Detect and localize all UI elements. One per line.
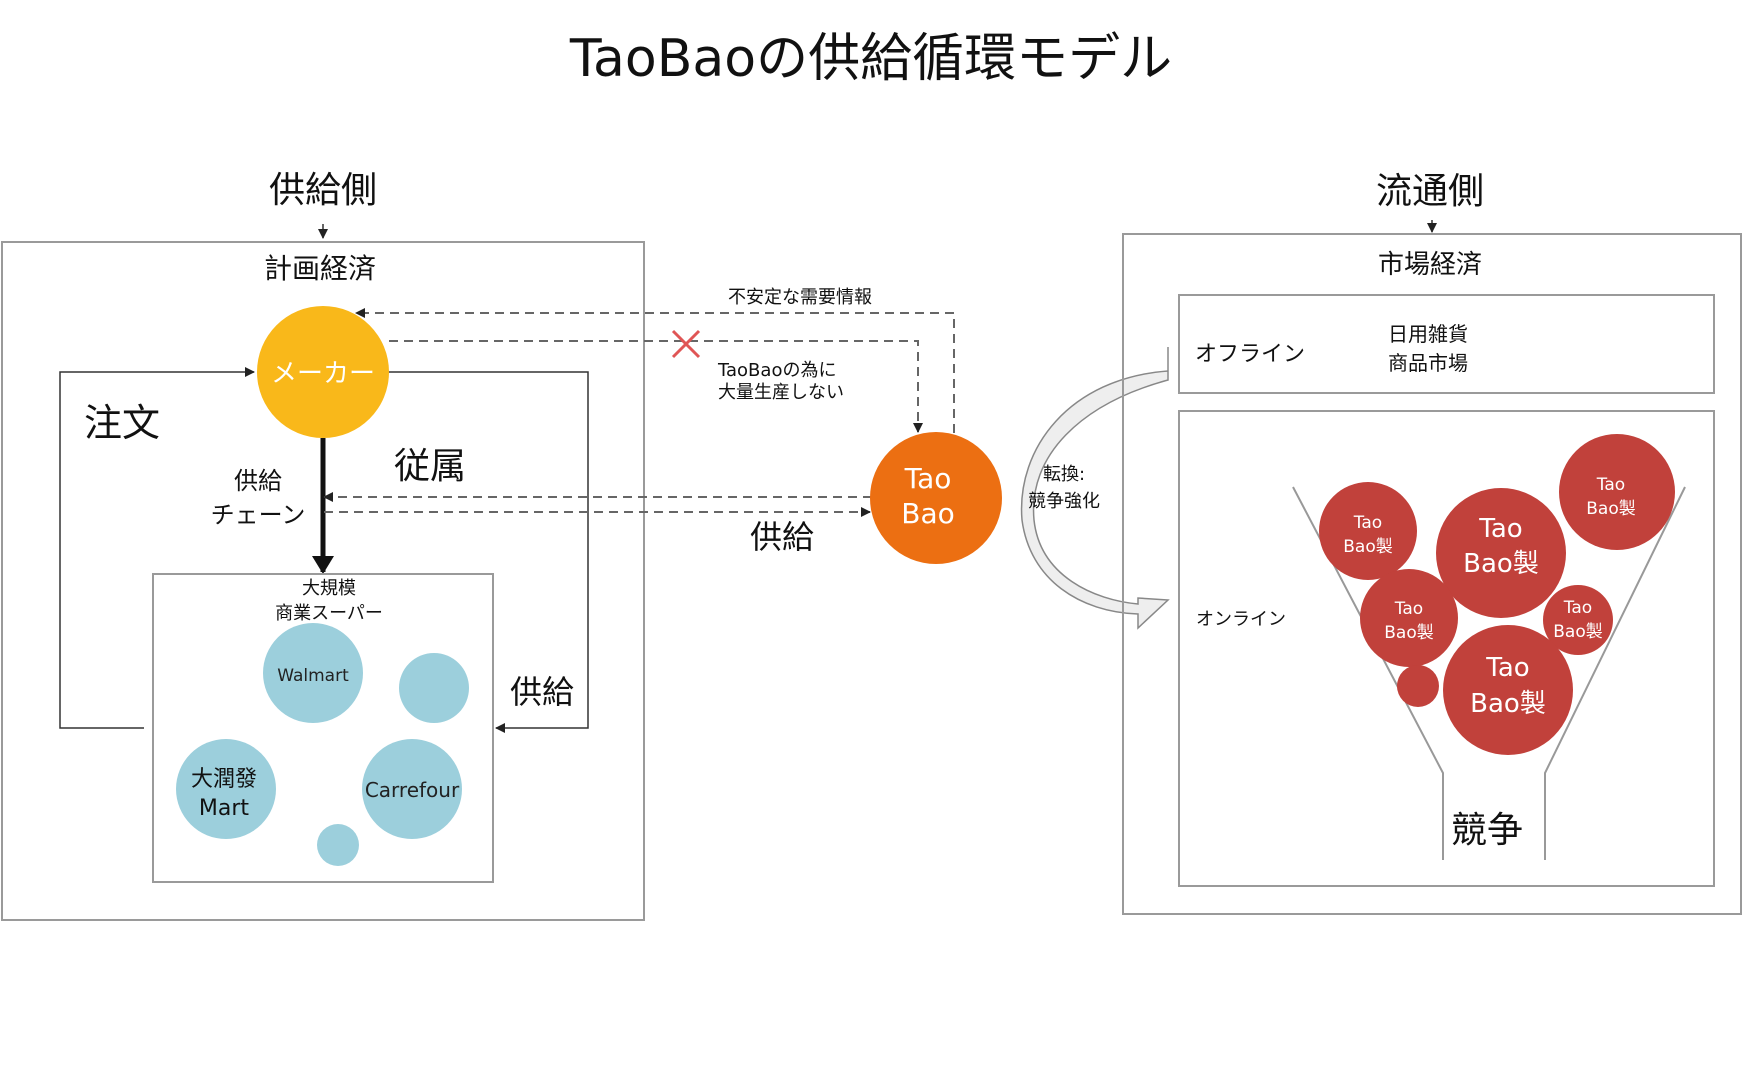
supply-chain-label-line1: 供給: [234, 467, 282, 495]
no-mass-production-line1: TaoBaoの為に: [717, 360, 836, 381]
seller-5: [1543, 585, 1613, 655]
supply-middle-label: 供給: [750, 518, 814, 556]
seller-4-line1: Tao: [1394, 599, 1423, 619]
daily-goods-label-line1: 日用雑貨: [1388, 322, 1468, 346]
seller-2-line1: Tao: [1478, 514, 1522, 544]
order-label: 注文: [84, 401, 160, 445]
store-carrefour-label: Carrefour: [365, 778, 460, 802]
maker-label: メーカー: [271, 359, 375, 389]
store-rt-mart: [176, 739, 276, 839]
blocked-cross-icon: [671, 329, 701, 359]
funnel-outline: [1292, 486, 1444, 860]
market-economy-title: 市場経済: [1378, 250, 1482, 280]
taobao-node: [870, 432, 1002, 564]
online-label: オンライン: [1196, 609, 1286, 630]
supply-right-label: 供給: [510, 673, 574, 711]
market-economy-box: [1122, 233, 1742, 915]
conversion-label-line1: 転換:: [1043, 464, 1085, 485]
seller-1-line2: Bao製: [1343, 537, 1392, 557]
unstable-demand-label: 不安定な需要情報: [728, 287, 872, 308]
supply-side-heading: 供給側: [269, 170, 377, 211]
store-rt-mart-label-line1: 大潤發: [191, 767, 257, 792]
seller-6: [1443, 625, 1573, 755]
seller-3: [1559, 434, 1675, 550]
conversion-label-line2: 競争強化: [1028, 491, 1100, 512]
supermarket-title-line2: 商業スーパー: [275, 603, 383, 624]
order-loop-line: [59, 367, 255, 729]
seller-7: [1397, 665, 1439, 707]
store-walmart-label: Walmart: [277, 666, 349, 686]
seller-3-line2: Bao製: [1586, 499, 1635, 519]
offline-label: オフライン: [1195, 342, 1305, 367]
seller-3-line1: Tao: [1596, 475, 1625, 495]
no-mass-production-arrow: [389, 340, 923, 433]
daily-goods-label-line2: 商品市場: [1388, 351, 1468, 375]
seller-6-line1: Tao: [1485, 653, 1529, 683]
taobao-label-line1: Tao: [904, 462, 952, 495]
seller-2-line2: Bao製: [1463, 549, 1539, 579]
store-rt-mart-label-line2: Mart: [199, 796, 250, 821]
store-carrefour: [362, 739, 462, 839]
seller-1: [1319, 482, 1417, 580]
seller-5-line2: Bao製: [1553, 622, 1602, 642]
store-walmart: [263, 623, 363, 723]
seller-2: [1436, 488, 1566, 618]
offline-box: [1178, 294, 1715, 394]
subordinate-label: 従属: [394, 446, 466, 487]
seller-1-line1: Tao: [1353, 513, 1382, 533]
diagram-title: TaoBaoの供給循環モデル: [569, 29, 1172, 89]
conversion-curved-arrow: [1020, 347, 1170, 630]
supply-chain-label-line2: チェーン: [211, 501, 306, 529]
planned-economy-box: [1, 241, 645, 921]
distribution-side-heading: 流通側: [1376, 171, 1484, 212]
taobao-label-line2: Bao: [901, 497, 955, 530]
seller-5-line1: Tao: [1563, 598, 1592, 618]
seller-4: [1360, 569, 1458, 667]
unstable-demand-arrow: [355, 308, 955, 433]
seller-6-line2: Bao製: [1470, 689, 1546, 719]
store-unnamed-2: [317, 824, 359, 866]
maker-node: [257, 306, 389, 438]
store-unnamed-1: [399, 653, 469, 723]
competition-label: 競争: [1451, 810, 1523, 851]
supermarket-title-line1: 大規模: [302, 578, 356, 599]
funnel-outline-right: [1544, 486, 1686, 860]
no-mass-production-line2: 大量生産しない: [718, 382, 844, 403]
supply-loop-line: [386, 371, 589, 733]
planned-economy-title: 計画経済: [264, 252, 376, 285]
seller-4-line2: Bao製: [1384, 623, 1433, 643]
